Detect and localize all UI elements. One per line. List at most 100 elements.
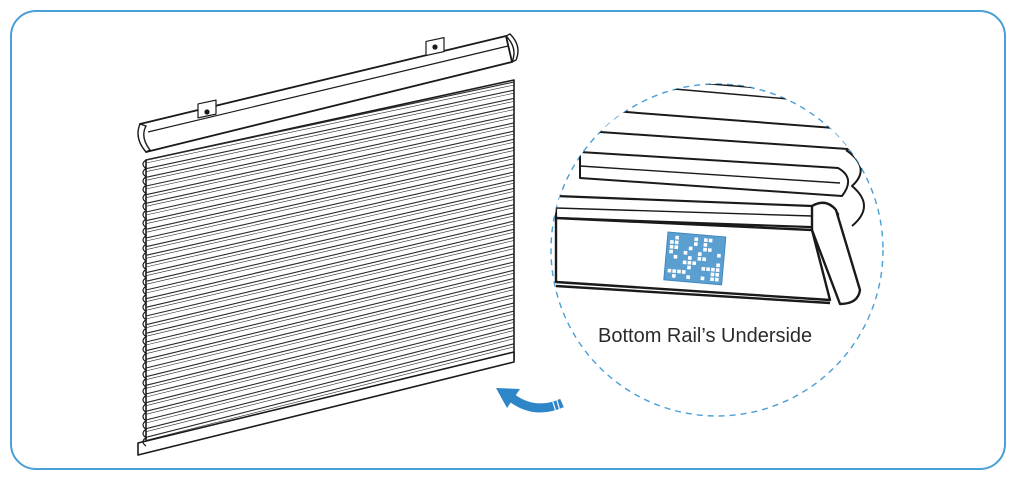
qr-module [716,253,721,258]
qr-module [714,277,719,282]
shade-pleat [145,269,515,360]
shade-pleat-shadow [145,346,515,441]
qr-module [674,240,679,245]
qr-module [677,269,681,274]
shade-pleat [145,245,515,334]
qr-module [687,260,692,265]
shade-pleat-shadow [145,133,515,216]
shade-pleat-shadow [145,272,515,363]
qr-module [701,266,706,271]
shade-pleat-shadow [145,313,515,406]
shade-pleat-shadow [145,305,515,398]
shade-pleat-shadow [145,182,515,268]
shade-pleat [145,106,515,187]
qr-module [703,238,708,243]
shade-pleat-shadow [145,92,515,172]
qr-module [706,267,711,272]
qr-module [697,252,702,257]
shade-pleat-shadow [145,158,515,242]
qr-module [715,272,720,277]
qr-module [667,268,672,273]
shade-pleat [145,114,515,196]
magnifier-caption: Bottom Rail’s Underside [598,325,813,347]
qr-module [694,237,699,242]
shade-pleat [145,187,515,274]
shade-pleat-shadow [145,330,515,424]
shade-pleat-shadow [145,141,515,224]
shade-pleat-shadow [145,223,515,311]
shade-pleat-shadow [145,125,515,207]
shade-pleat [145,122,515,204]
shade-pleat [145,228,515,317]
shade-pleat-shadow [145,248,515,337]
magnifier-circle [550,83,884,417]
shade-pleat-shadow [145,174,515,259]
shade-pleat-shadow [145,289,515,380]
shade-pleat-shadow [145,338,515,432]
shade-pleat [145,302,515,395]
shade-pleat-shadow [145,207,515,294]
qr-module [687,256,692,260]
qr-module [708,238,713,243]
qr-module [693,242,698,247]
qr-module [697,256,702,261]
qr-module [681,269,686,274]
cellular-shade-icon [137,33,519,456]
shade-pleat-shadow [145,215,515,302]
qr-module [674,245,679,250]
shade-pleat [145,318,515,412]
shade-pleat-shadow [145,191,515,276]
shade-pleat [145,212,515,300]
shade-pleat [145,204,515,291]
qr-module [692,261,697,266]
shade-pleat [145,277,515,369]
shade-pleat [145,253,515,343]
shade-pleat [145,236,515,326]
shade-pleat [145,220,515,308]
qr-module [669,240,674,244]
shade-pleat [145,261,515,352]
qr-module [710,272,715,277]
shade-pleat-shadow [145,84,515,164]
shade-pleat [145,138,515,222]
shade-pleat-shadow [145,117,515,198]
shade-pleat-shadow [145,150,515,233]
shade-pleat [145,343,515,438]
qr-module [675,235,680,240]
shade-pleat [145,294,515,386]
shade-pleat-shadow [145,101,515,181]
qr-module [703,247,707,252]
shade-pleat-shadow [145,264,515,354]
outer-frame [10,10,1006,470]
shade-pleat [145,171,515,256]
shade-pleat [145,335,515,430]
shade-pleat-shadow [145,321,515,415]
shade-pleat-shadow [145,240,515,328]
shade-pleat [145,286,515,378]
qr-module [683,250,688,255]
qr-module [671,273,676,278]
curved-arrow-icon [496,388,564,413]
shade-pleat-shadow [145,256,515,346]
qr-module [716,263,721,268]
shade-pleat [145,163,515,248]
shade-pleat [145,196,515,282]
shade-pleat [145,310,515,404]
shade-pleat [145,130,515,213]
qr-module [702,257,707,262]
qr-module [673,254,678,259]
qr-module [700,276,705,281]
shade-pleat [145,179,515,265]
qr-module [672,269,677,274]
shade-pleat [145,326,515,421]
shade-pleat-shadow [145,231,515,320]
shade-pleat-shadow [145,166,515,250]
qr-module [710,277,715,282]
shade-pleat [145,155,515,239]
qr-module [669,244,674,249]
qr-module [686,275,691,280]
shade-pleat [145,97,515,178]
qr-module [715,268,720,273]
shade-pleat [145,89,515,170]
